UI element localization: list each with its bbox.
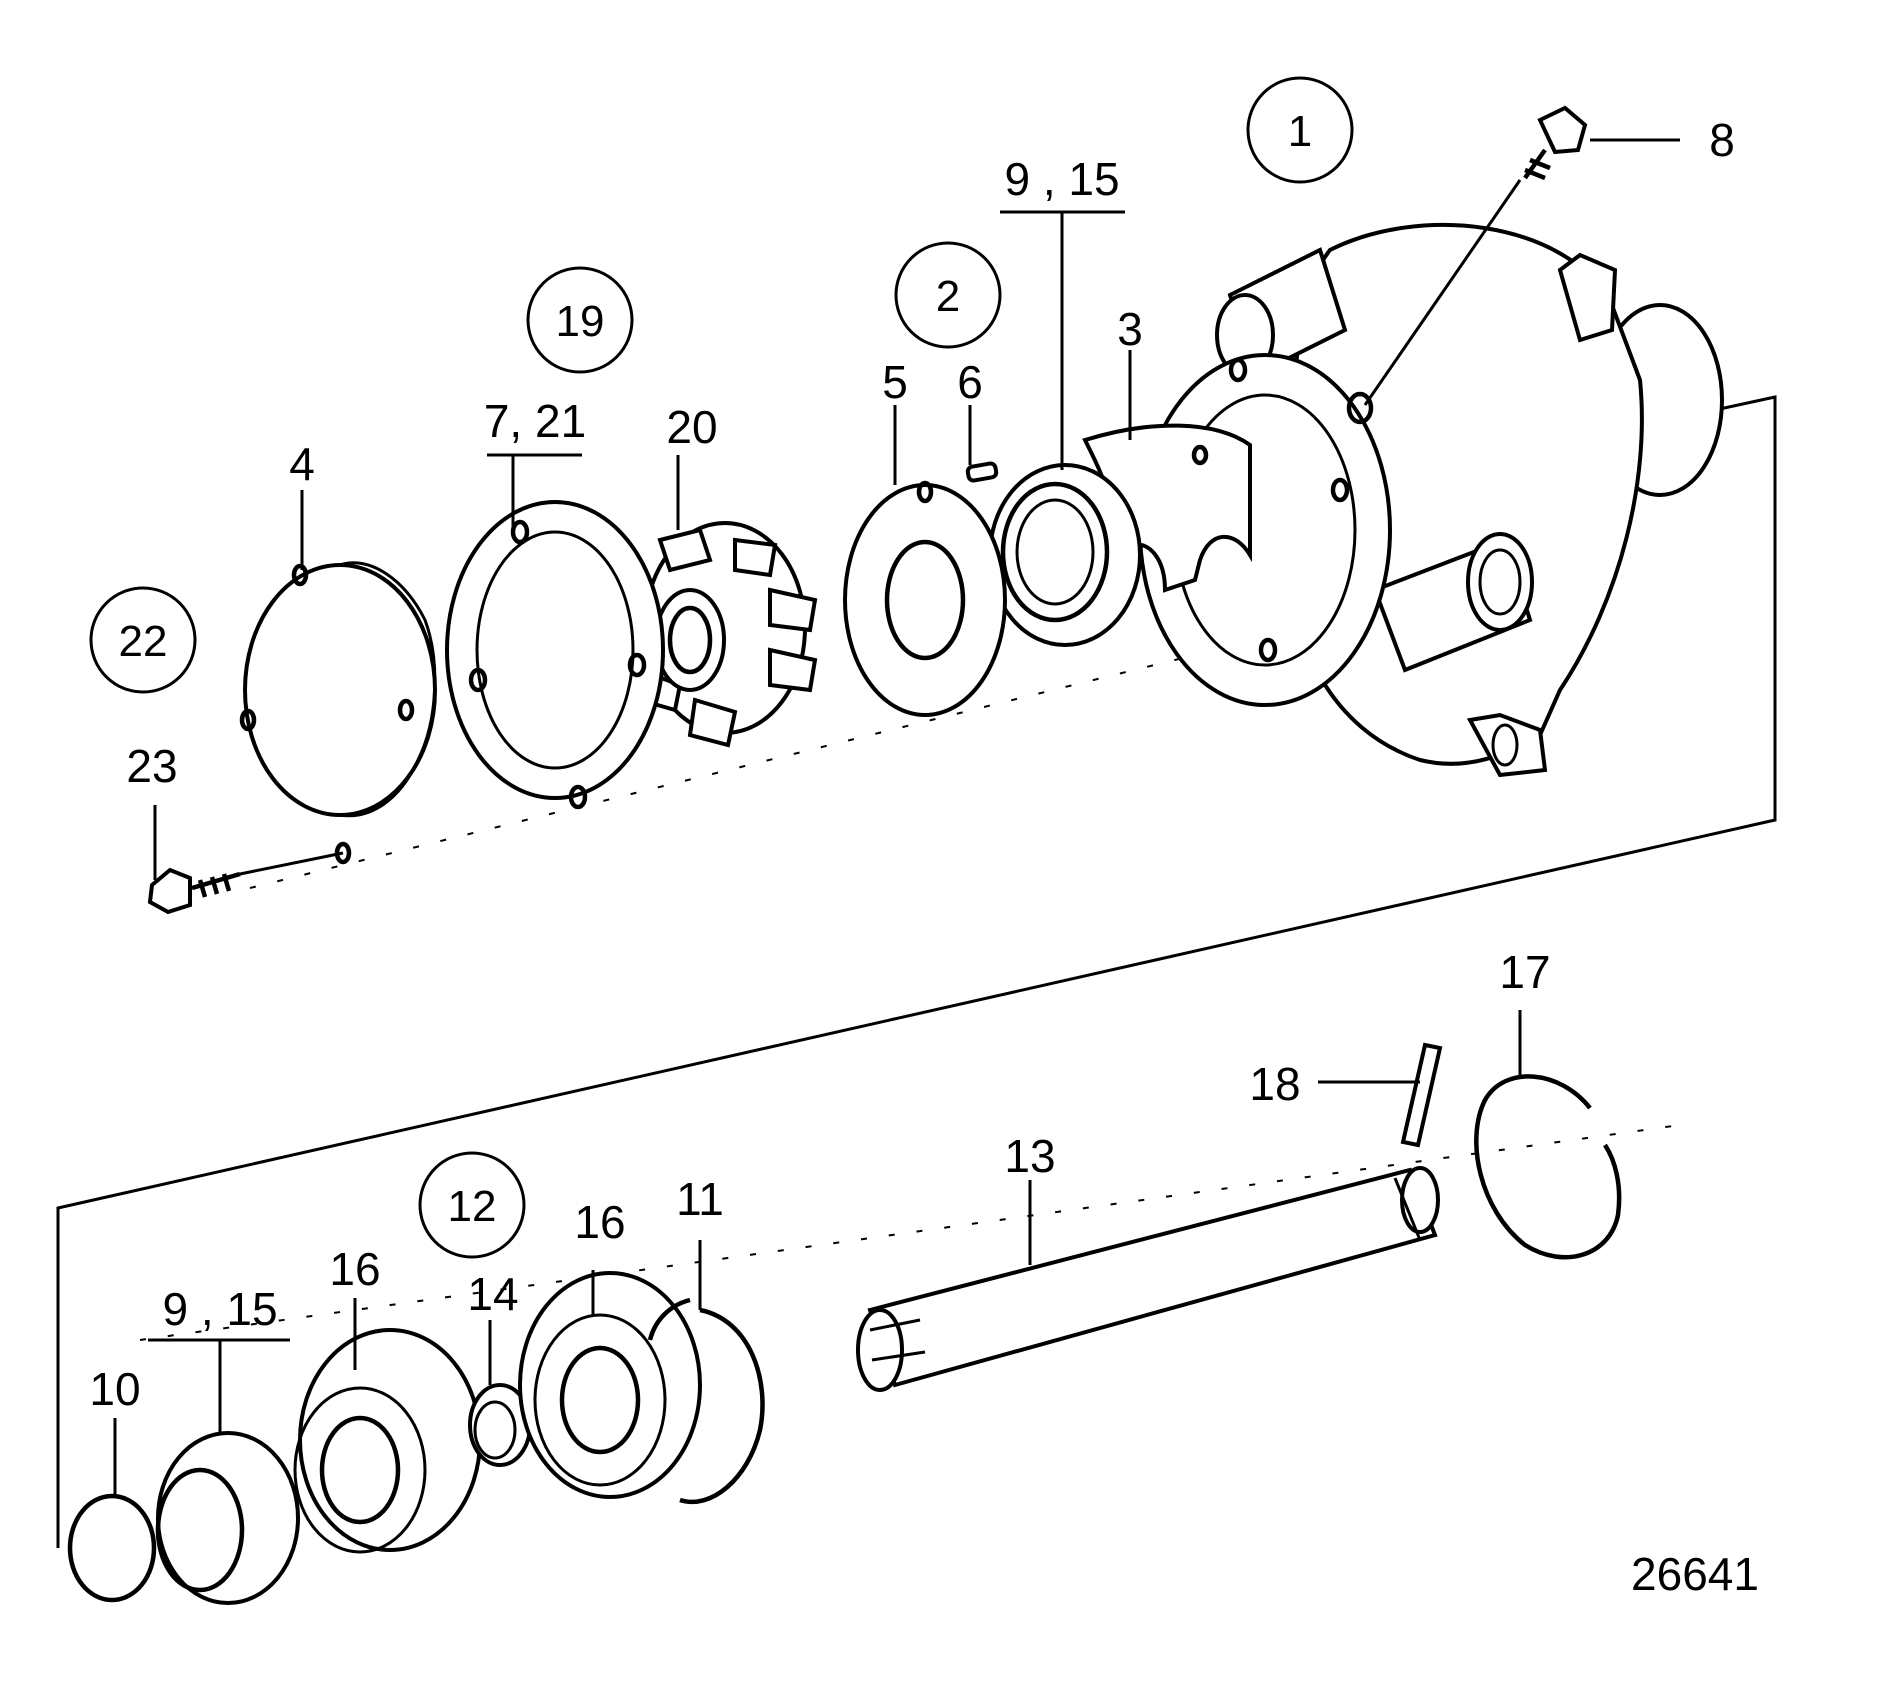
kit-label-22: 22: [119, 617, 168, 666]
part-label-20: 20: [666, 401, 717, 453]
part-label-9-15-top: 9 , 15: [1004, 153, 1119, 205]
seal-upper: [988, 463, 1142, 647]
part-label-13: 13: [1004, 1130, 1055, 1182]
part-label-10: 10: [89, 1363, 140, 1415]
kit-label-12: 12: [448, 1182, 497, 1231]
part-label-6: 6: [957, 356, 983, 408]
part-label-17: 17: [1499, 946, 1550, 998]
pin-6: [965, 461, 999, 483]
part-label-9-15-bottom: 9 , 15: [162, 1283, 277, 1335]
part-label-5: 5: [882, 356, 908, 408]
screw-23: [147, 851, 344, 915]
leader-lines: [113, 138, 1680, 1495]
part-label-8: 8: [1709, 114, 1735, 166]
part-label-11: 11: [676, 1173, 724, 1225]
part-label-14: 14: [467, 1268, 518, 1320]
bearing-16-left: [293, 1328, 482, 1554]
o-ring-10: [67, 1493, 157, 1603]
group-bracket-line: [56, 395, 1777, 1548]
kit-label-19: 19: [556, 297, 605, 346]
kit-circles: [89, 76, 1354, 1259]
kit-label-1: 1: [1288, 107, 1312, 156]
shaft-13: [856, 1166, 1440, 1392]
circlip-17: [1474, 1074, 1622, 1260]
part-label-7-21: 7, 21: [484, 395, 586, 447]
key-18: [1400, 1042, 1443, 1148]
seal-lower: [155, 1431, 300, 1605]
kit-label-2: 2: [936, 272, 960, 321]
screw-8: [1363, 105, 1588, 406]
part-label-18: 18: [1249, 1058, 1300, 1110]
part-label-23: 23: [126, 740, 177, 792]
snap-ring-11: [647, 1297, 765, 1505]
part-label-4: 4: [289, 438, 315, 490]
wear-plate-5: [843, 480, 1007, 717]
impeller-20: [638, 521, 818, 748]
cover-4: [239, 561, 437, 865]
gasket-7-21: [445, 500, 665, 810]
part-label-16-right: 16: [574, 1196, 625, 1248]
part-label-3: 3: [1117, 303, 1143, 355]
figure-number: 26641: [1631, 1548, 1759, 1600]
part-label-16-left: 16: [329, 1243, 380, 1295]
